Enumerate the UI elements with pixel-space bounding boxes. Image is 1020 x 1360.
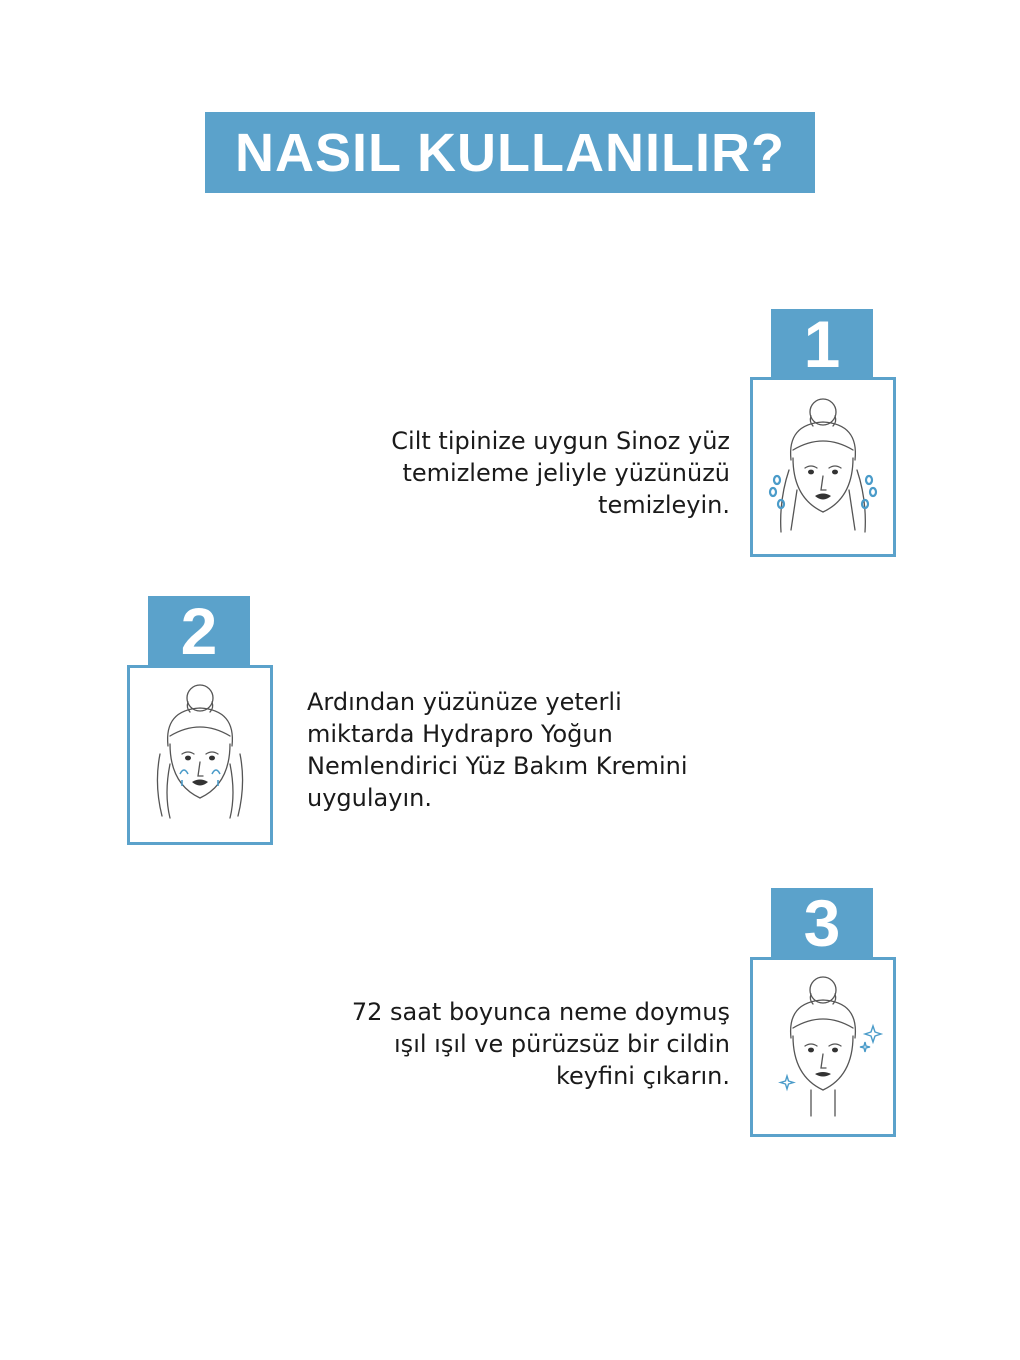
step-1-line: temizleme jeliyle yüzünüzü bbox=[402, 459, 730, 487]
title-banner: NASIL KULLANILIR? bbox=[205, 112, 815, 193]
step-3-number: 3 bbox=[803, 886, 841, 960]
step-2-line: miktarda Hydrapro Yoğun bbox=[307, 720, 613, 748]
step-3-line: ışıl ışıl ve pürüzsüz bir cildin bbox=[394, 1030, 730, 1058]
face-cream-application-icon bbox=[156, 684, 244, 819]
step-2-number: 2 bbox=[180, 594, 218, 668]
step-1-line: Cilt tipinize uygun Sinoz yüz bbox=[391, 427, 730, 455]
step-2-illustration-frame bbox=[127, 665, 273, 845]
step-3-text: 72 saat boyunca neme doymuş ışıl ışıl ve… bbox=[352, 996, 730, 1092]
face-washing-icon bbox=[768, 398, 878, 533]
step-1-number: 1 bbox=[803, 307, 841, 381]
step-1-illustration-frame bbox=[750, 377, 896, 557]
step-3-line: 72 saat boyunca neme doymuş bbox=[351, 998, 730, 1026]
step-2-number-badge: 2 bbox=[148, 596, 250, 666]
step-2-text: Ardından yüzünüze yeterli miktarda Hydra… bbox=[307, 686, 688, 814]
page-title: NASIL KULLANILIR? bbox=[235, 122, 785, 183]
step-2-line: Nemlendirici Yüz Bakım Kremini bbox=[307, 752, 688, 780]
step-2-line: Ardından yüzünüze yeterli bbox=[307, 688, 622, 716]
step-1-line: temizleyin. bbox=[598, 491, 730, 519]
step-3-number-badge: 3 bbox=[771, 888, 873, 958]
step-3-line: keyfini çıkarın. bbox=[555, 1062, 730, 1090]
face-glowing-icon bbox=[778, 976, 884, 1117]
step-1-number-badge: 1 bbox=[771, 309, 873, 379]
step-1-text: Cilt tipinize uygun Sinoz yüz temizleme … bbox=[391, 425, 730, 521]
step-3-illustration-frame bbox=[750, 957, 896, 1137]
step-2-line: uygulayın. bbox=[307, 784, 432, 812]
